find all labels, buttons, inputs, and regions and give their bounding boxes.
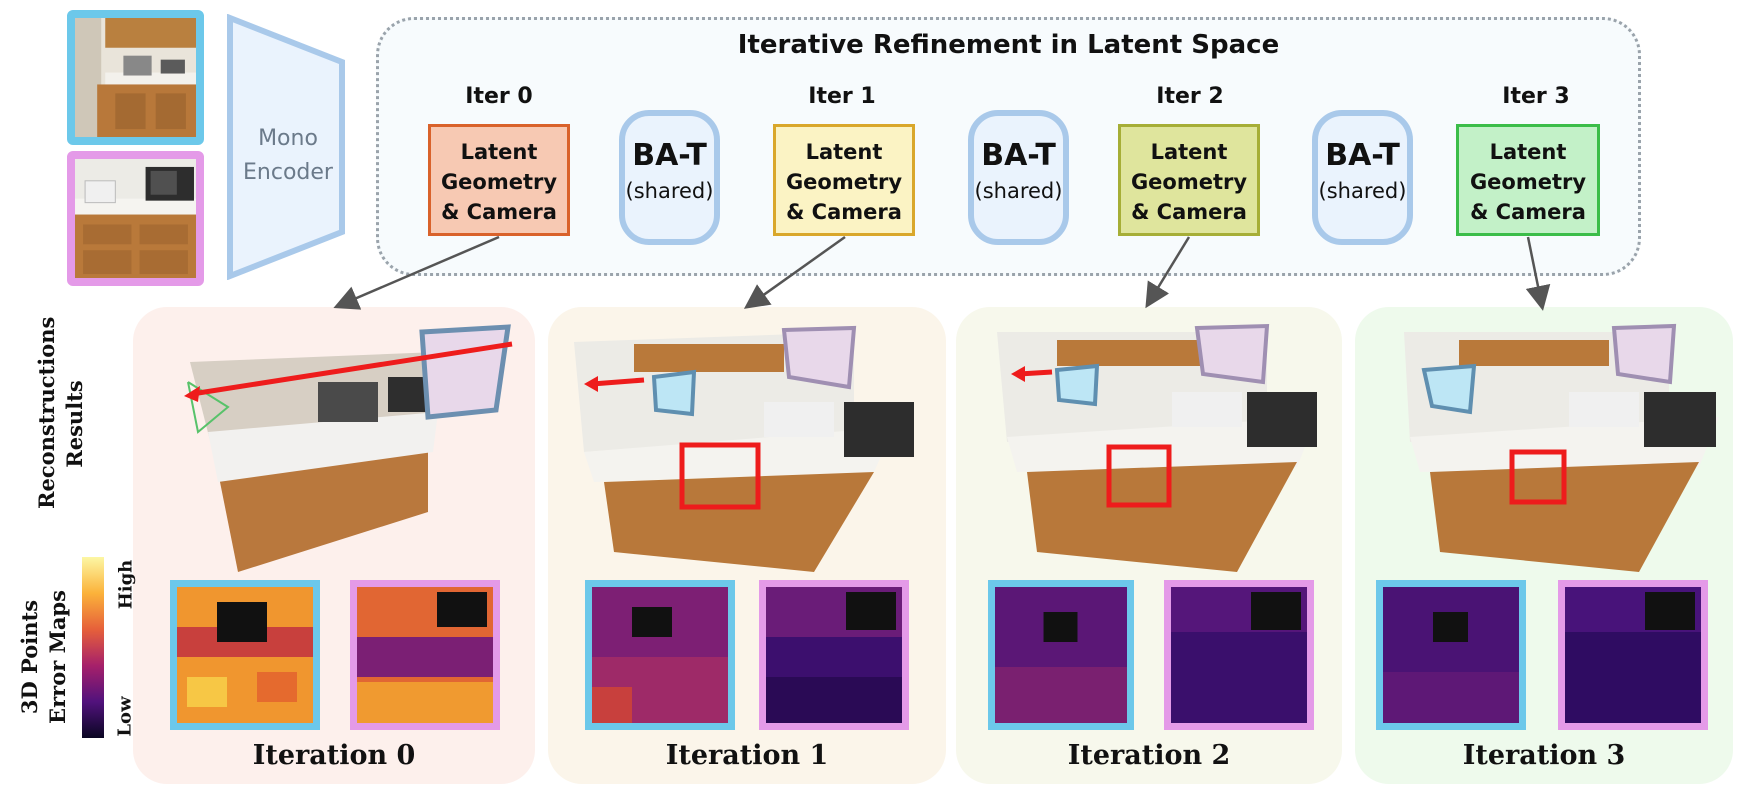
latent-line2: Geometry xyxy=(785,170,903,194)
mono-encoder-shape xyxy=(227,14,345,280)
reconstruction-iter-0 xyxy=(178,322,518,577)
bat-subtitle: (shared) xyxy=(974,179,1063,203)
latent-box-iter-0: Latent Geometry & Camera xyxy=(428,124,570,236)
encoder-line1: Mono xyxy=(258,126,318,151)
iteration-1-caption: Iteration 1 xyxy=(665,740,829,771)
error-map-view-a-iter-1 xyxy=(585,580,735,730)
latent-line2: Geometry xyxy=(1469,170,1587,194)
input-view-a-thumbnail xyxy=(67,10,204,145)
error-row-label: 3D Points Error Maps xyxy=(16,587,72,727)
recon-label-line1: Reconstructions xyxy=(34,316,59,509)
error-map-view-b-iter-1 xyxy=(759,580,909,730)
bat-block-2: BA-T (shared) xyxy=(968,110,1069,245)
latent-line2: Geometry xyxy=(1130,170,1248,194)
latent-line3: & Camera xyxy=(1131,200,1247,224)
latent-line1: Latent xyxy=(805,140,883,164)
error-map-view-a-iter-0 xyxy=(170,580,320,730)
error-map-view-b-iter-3 xyxy=(1558,580,1708,730)
recon-label-line2: Results xyxy=(62,380,87,468)
bat-title: BA-T xyxy=(981,138,1056,173)
bat-title: BA-T xyxy=(1325,138,1400,173)
bat-title: BA-T xyxy=(632,138,707,173)
error-colorbar xyxy=(82,557,104,738)
latent-line1: Latent xyxy=(460,140,538,164)
iter-1-label: Iter 1 xyxy=(808,84,876,109)
latent-line3: & Camera xyxy=(1470,200,1586,224)
colorbar-low-label: Low xyxy=(114,696,136,737)
error-label-line2: Error Maps xyxy=(45,590,70,724)
error-map-view-b-iter-0 xyxy=(350,580,500,730)
reconstruction-iter-3 xyxy=(1404,322,1722,577)
bat-block-3: BA-T (shared) xyxy=(1312,110,1413,245)
latent-box-iter-3: Latent Geometry & Camera xyxy=(1456,124,1600,236)
iter-3-label: Iter 3 xyxy=(1502,84,1570,109)
latent-line2: Geometry xyxy=(440,170,558,194)
latent-line3: & Camera xyxy=(441,200,557,224)
bat-subtitle: (shared) xyxy=(625,179,714,203)
iteration-3-caption: Iteration 3 xyxy=(1462,740,1626,771)
error-map-view-a-iter-3 xyxy=(1376,580,1526,730)
reconstruction-iter-1 xyxy=(574,322,922,577)
iteration-0-caption: Iteration 0 xyxy=(252,740,416,771)
latent-box-iter-2: Latent Geometry & Camera xyxy=(1118,124,1260,236)
iter-2-label: Iter 2 xyxy=(1156,84,1224,109)
encoder-line2: Encoder xyxy=(243,160,333,185)
bat-subtitle: (shared) xyxy=(1318,179,1407,203)
latent-box-iter-1: Latent Geometry & Camera xyxy=(773,124,915,236)
input-view-b-thumbnail xyxy=(67,151,204,286)
error-map-view-b-iter-2 xyxy=(1164,580,1314,730)
error-map-view-a-iter-2 xyxy=(988,580,1134,730)
colorbar-high-label: High xyxy=(115,559,137,610)
reconstruction-iter-2 xyxy=(997,322,1327,577)
error-label-line1: 3D Points xyxy=(17,599,42,715)
refinement-title: Iterative Refinement in Latent Space xyxy=(737,30,1280,60)
iter-0-label: Iter 0 xyxy=(465,84,533,109)
bat-block-1: BA-T (shared) xyxy=(619,110,720,245)
iteration-2-caption: Iteration 2 xyxy=(1067,740,1231,771)
latent-line1: Latent xyxy=(1489,140,1567,164)
latent-line1: Latent xyxy=(1150,140,1228,164)
latent-line3: & Camera xyxy=(786,200,902,224)
mono-encoder-label: Mono Encoder xyxy=(236,122,340,190)
reconstruction-row-label: Reconstructions Results xyxy=(33,316,89,509)
